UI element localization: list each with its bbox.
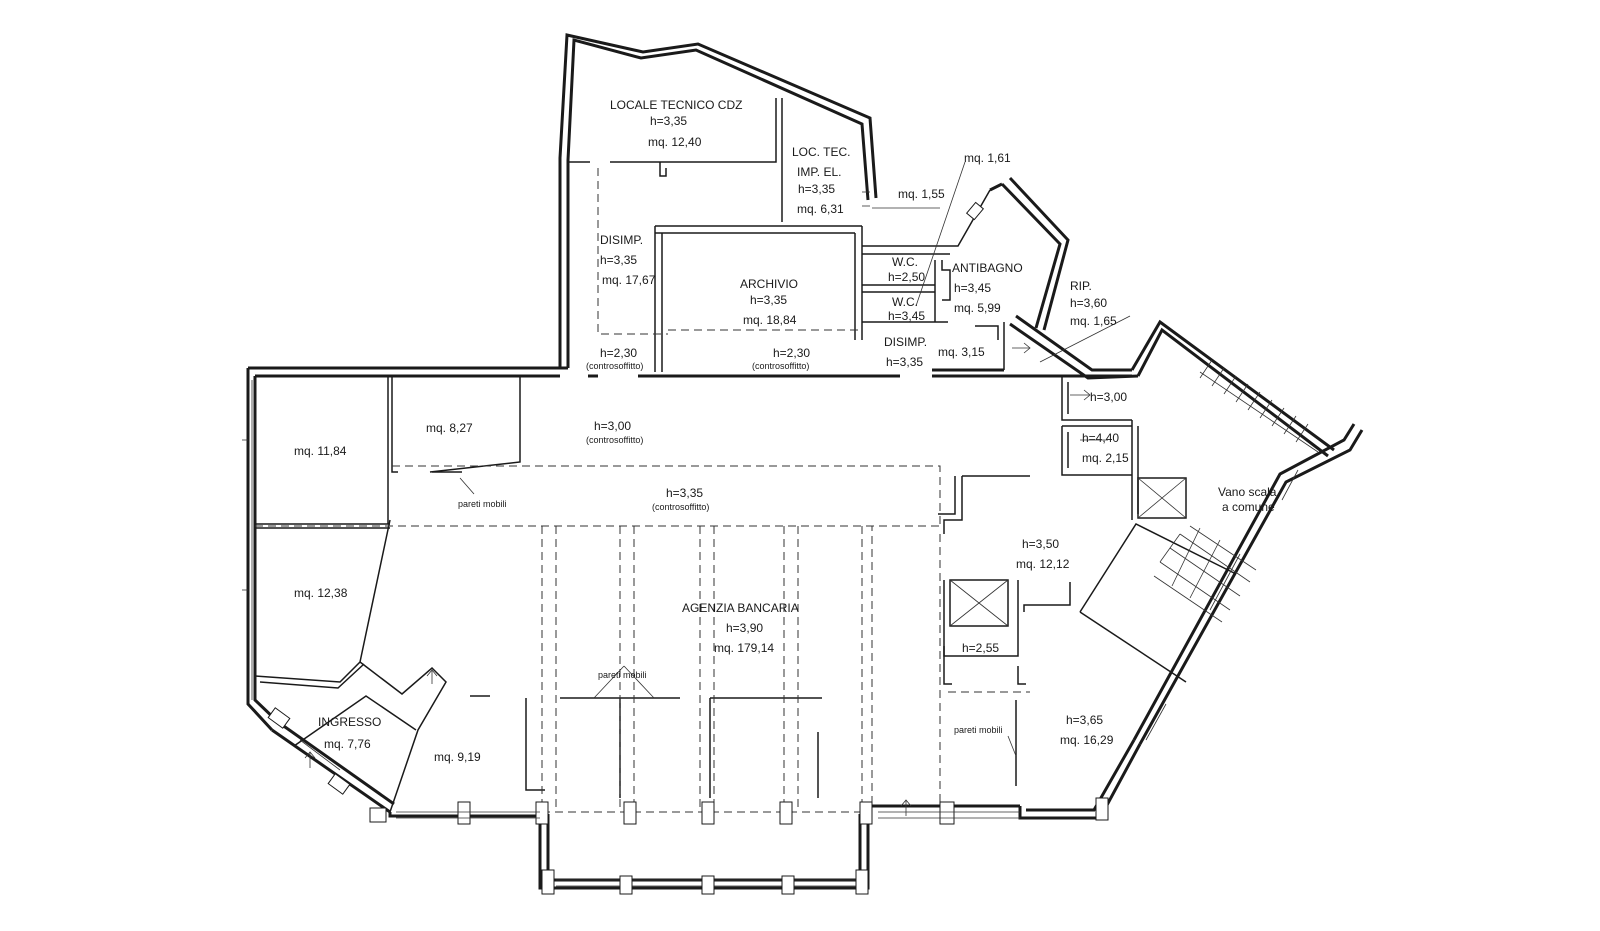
lift-h255: h=2,55	[962, 641, 999, 655]
ingresso-name: INGRESSO	[318, 715, 381, 729]
stairs	[1153, 359, 1319, 623]
pareti-mobili-3: pareti mobili	[954, 725, 1003, 735]
agenzia-h: h=3,90	[726, 621, 763, 635]
rip-h: h=3,60	[1070, 296, 1107, 310]
disimp-left-area: mq. 17,67	[602, 273, 656, 287]
office-919-area: mq. 9,19	[434, 750, 481, 764]
disimp-right-h: h=3,35	[886, 355, 923, 369]
wc-top-name: W.C.	[892, 255, 918, 269]
locale-tecnico-h: h=3,35	[650, 114, 687, 128]
wc-bottom-callout: mq. 1,61	[964, 151, 1011, 165]
arrows	[304, 161, 1131, 816]
agenzia-area: mq. 179,14	[714, 641, 774, 655]
disimp-left-name: DISIMP.	[600, 233, 643, 247]
disimp-right-area: mq. 3,15	[938, 345, 985, 359]
vano-scala-line2: a comune	[1222, 500, 1275, 514]
room-1629-area: mq. 16,29	[1060, 733, 1114, 747]
small-h440-area: mq. 2,15	[1082, 451, 1129, 465]
office-1238-area: mq. 12,38	[294, 586, 348, 600]
antibagno-h: h=3,45	[954, 281, 991, 295]
antibagno-area: mq. 5,99	[954, 301, 1001, 315]
loc-tec-area: mq. 6,31	[797, 202, 844, 216]
wc-bottom-name: W.C.	[892, 295, 918, 309]
ceiling-lines	[255, 168, 1030, 813]
ingresso-area: mq. 7,76	[324, 737, 371, 751]
locale-tecnico-name: LOCALE TECNICO CDZ	[610, 98, 742, 112]
room-1629-h: h=3,65	[1066, 713, 1103, 727]
antibagno-name: ANTIBAGNO	[952, 261, 1023, 275]
office-827-area: mq. 8,27	[426, 421, 473, 435]
loc-tec-name1: LOC. TEC.	[792, 145, 850, 159]
small-h440: h=4,40	[1082, 431, 1119, 445]
pareti-mobili-2: pareti mobili	[598, 670, 647, 680]
loc-tec-h: h=3,35	[798, 182, 835, 196]
vano-scala-line1: Vano scala	[1218, 485, 1277, 499]
rip-area: mq. 1,65	[1070, 314, 1117, 328]
hall-h335: h=3,35	[666, 486, 703, 500]
archivio-note: (controsoffitto)	[752, 361, 809, 371]
disimp-left-h: h=3,35	[600, 253, 637, 267]
pareti-mobili-1: pareti mobili	[458, 499, 507, 509]
room-1212-area: mq. 12,12	[1016, 557, 1070, 571]
small-h300: h=3,00	[1090, 390, 1127, 404]
archivio-area: mq. 18,84	[743, 313, 797, 327]
disimp-left-note: (controsoffitto)	[586, 361, 643, 371]
wc-bottom-h: h=3,45	[888, 309, 925, 323]
wc-top-h: h=2,50	[888, 270, 925, 284]
archivio-hlow: h=2,30	[773, 346, 810, 360]
disimp-right-name: DISIMP.	[884, 335, 927, 349]
disimp-left-hlow: h=2,30	[600, 346, 637, 360]
archivio-h: h=3,35	[750, 293, 787, 307]
loc-tec-name2: IMP. EL.	[797, 165, 841, 179]
windows	[242, 191, 1299, 895]
room-labels: LOCALE TECNICO CDZ h=3,35 mq. 12,40 LOC.…	[294, 98, 1277, 764]
agenzia-name: AGENZIA BANCARIA	[682, 601, 799, 615]
wc-top-callout: mq. 1,55	[898, 187, 945, 201]
locale-tecnico-area: mq. 12,40	[648, 135, 702, 149]
hall-h300: h=3,00	[594, 419, 631, 433]
rip-name: RIP.	[1070, 279, 1092, 293]
interior-walls	[254, 98, 1237, 813]
hall-h335-note: (controsoffitto)	[652, 502, 709, 512]
hall-h300-note: (controsoffitto)	[586, 435, 643, 445]
room-1212-h: h=3,50	[1022, 537, 1059, 551]
archivio-name: ARCHIVIO	[740, 277, 798, 291]
office-1184-area: mq. 11,84	[294, 444, 347, 458]
outer-walls	[246, 33, 1364, 890]
